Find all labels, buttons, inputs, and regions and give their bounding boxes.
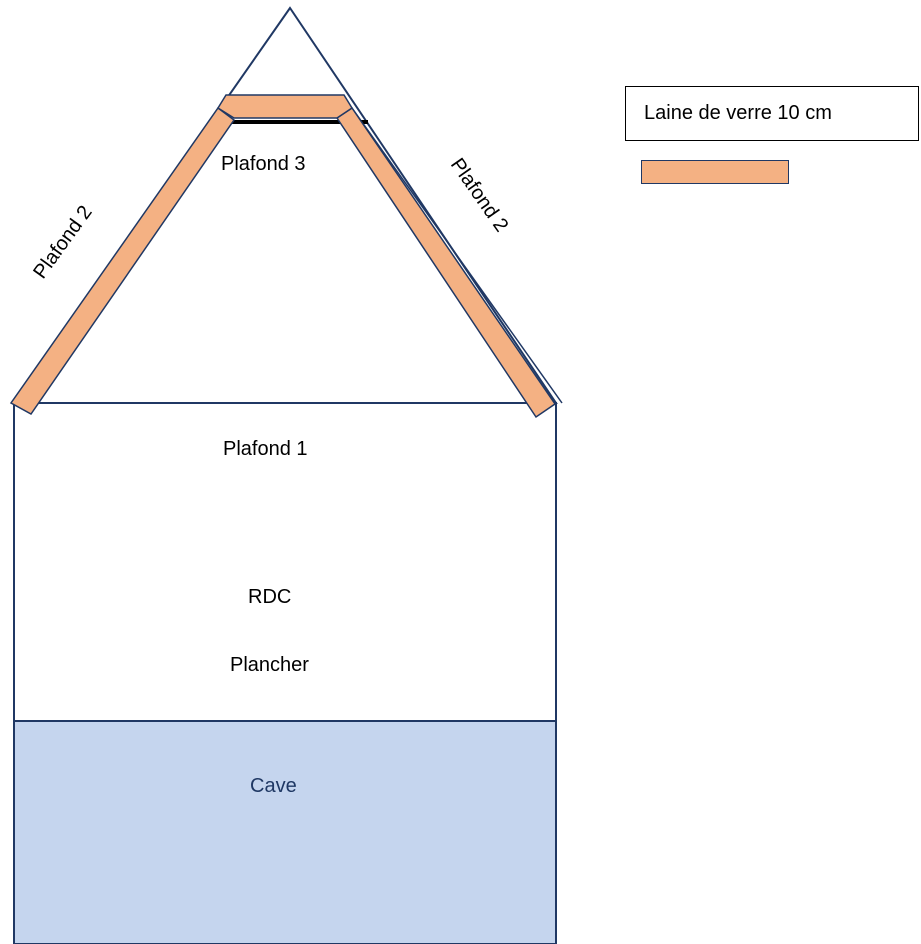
label-plancher: Plancher [230, 654, 309, 676]
roof-right-edge-line [351, 107, 563, 404]
legend-box: Laine de verre 10 cm [625, 86, 919, 141]
label-plafond-1: Plafond 1 [223, 438, 308, 460]
insulation-right-slope [335, 106, 557, 419]
label-plafond-2-right: Plafond 2 [446, 154, 512, 236]
legend-insulation-swatch [641, 160, 789, 184]
insulation-top [216, 94, 354, 119]
legend-insulation-label: Laine de verre 10 cm [644, 102, 832, 124]
label-rdc: RDC [248, 586, 291, 608]
label-plafond-2-left: Plafond 2 [29, 202, 96, 283]
cellar-box [13, 720, 557, 944]
label-cave: Cave [250, 775, 297, 797]
insulation-left-slope [9, 106, 236, 415]
label-plafond-3: Plafond 3 [221, 153, 306, 175]
